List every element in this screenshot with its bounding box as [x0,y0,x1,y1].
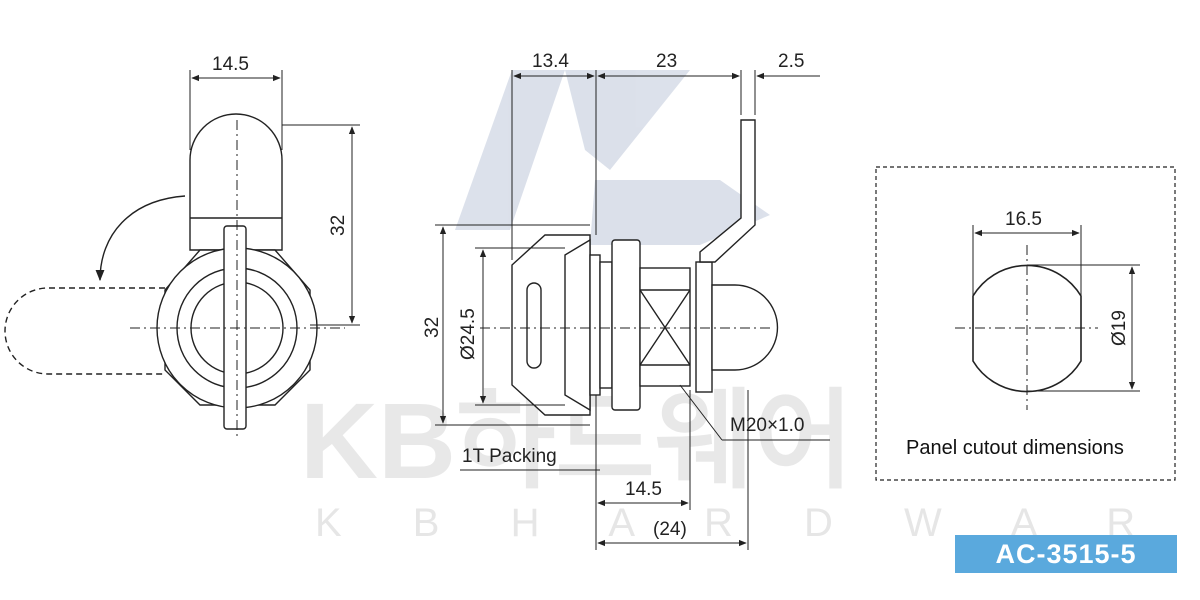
front-view [4,70,360,440]
front-width-dim: 14.5 [212,54,249,75]
kb-logo-watermark [455,70,770,245]
front-height-dim: 32 [328,215,349,236]
side-dim-23: 23 [656,51,677,72]
panel-cutout-view [875,166,1176,481]
side-dim-13-4: 13.4 [532,51,569,72]
cutout-width-dim: 16.5 [1005,209,1042,230]
side-bottom-dim: 14.5 [625,479,662,500]
model-code-badge: AC-3515-5 [955,535,1177,573]
side-diameter-dim: Ø24.5 [458,308,479,360]
side-height-dim: 32 [422,317,443,338]
packing-label: 1T Packing [462,446,557,467]
side-view [435,70,830,550]
side-overall-dim: (24) [653,519,687,540]
panel-cutout-title: Panel cutout dimensions [906,437,1124,459]
side-dim-2-5: 2.5 [778,51,804,72]
thread-label: M20×1.0 [730,415,804,436]
cutout-height-dim: Ø19 [1109,310,1130,346]
